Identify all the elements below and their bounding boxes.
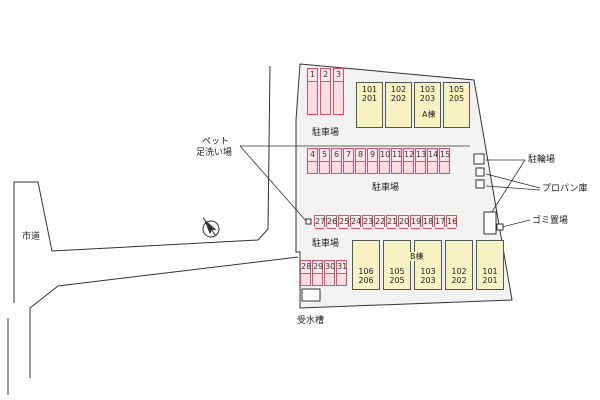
slot-number: 23 <box>363 216 373 229</box>
parking-label-lower: 駐車場 <box>312 239 340 249</box>
slot-number: 28 <box>301 261 311 274</box>
slot-number: 30 <box>325 261 335 274</box>
leader-propane-2 <box>485 185 541 191</box>
pet-wash-label-2: 足洗い場 <box>196 148 233 158</box>
slot-number: 18 <box>423 216 433 229</box>
parking-slot: 20 <box>398 215 409 229</box>
parking-slot: 19 <box>410 215 421 229</box>
parking-slot: 6 <box>331 148 342 174</box>
slot-number: 19 <box>411 216 421 229</box>
parking-slot: 4 <box>307 148 318 174</box>
slot-number: 6 <box>332 149 341 162</box>
parking-slot: 21 <box>386 215 397 229</box>
slot-number: 26 <box>327 216 337 229</box>
slot-number: 12 <box>404 149 414 162</box>
slot-number: 25 <box>339 216 349 229</box>
slot-number: 17 <box>435 216 445 229</box>
slot-number: 7 <box>344 149 353 162</box>
building-b-label: B棟 <box>410 252 424 261</box>
slot-number: 15 <box>440 149 450 162</box>
leader-bicycle-2 <box>489 159 526 216</box>
parking-label-middle: 駐車場 <box>372 183 400 193</box>
city-road-label: 市道 <box>22 232 41 242</box>
propane-box-1 <box>475 167 485 177</box>
parking-slot: 11 <box>391 148 402 174</box>
slot-number: 20 <box>399 216 409 229</box>
parking-slot: 25 <box>338 215 349 229</box>
road-edge-south <box>29 256 299 378</box>
building-a-label: A棟 <box>422 110 436 119</box>
parking-slot: 22 <box>374 215 385 229</box>
parking-slot: 16 <box>446 215 457 229</box>
parking-slot: 23 <box>362 215 373 229</box>
slot-number: 14 <box>428 149 438 162</box>
parking-slot: 26 <box>326 215 337 229</box>
slot-number: 21 <box>387 216 397 229</box>
water-tank-label: 受水槽 <box>297 316 325 326</box>
parking-slot: 3 <box>333 68 344 115</box>
parking-slot: 12 <box>403 148 414 174</box>
compass-north-icon <box>202 217 220 238</box>
parking-slot: 1 <box>307 68 318 115</box>
parking-slot: 2 <box>320 68 331 115</box>
slot-number: 3 <box>334 69 343 82</box>
parking-slot: 31 <box>336 260 347 286</box>
slot-number: 13 <box>416 149 426 162</box>
slot-number: 24 <box>351 216 361 229</box>
slot-number: 2 <box>321 69 330 82</box>
water-tank-box <box>301 288 321 302</box>
parking-slot: 10 <box>379 148 390 174</box>
propane-box-2 <box>475 179 485 189</box>
parking-slot: 24 <box>350 215 361 229</box>
slot-number: 22 <box>375 216 385 229</box>
slot-number: 5 <box>320 149 329 162</box>
parking-label-top: 駐車場 <box>312 128 340 138</box>
bicycle-rack-1 <box>473 153 485 165</box>
slot-number: 8 <box>356 149 365 162</box>
pet-wash-box <box>305 218 312 225</box>
parking-slot: 17 <box>434 215 445 229</box>
parking-slot: 7 <box>343 148 354 174</box>
parking-slot: 27 <box>314 215 325 229</box>
parking-slot: 15 <box>439 148 450 174</box>
pet-wash-label-1: ペット <box>202 137 230 147</box>
bicycle-parking-label: 駐輪場 <box>528 155 556 165</box>
parking-slot: 9 <box>367 148 378 174</box>
slot-number: 4 <box>308 149 317 162</box>
garbage-box <box>496 223 504 231</box>
parking-slot: 5 <box>319 148 330 174</box>
parking-slot: 13 <box>415 148 426 174</box>
parking-slot: 30 <box>324 260 335 286</box>
slot-number: 29 <box>313 261 323 274</box>
slot-number: 27 <box>315 216 325 229</box>
road-edge-north <box>13 65 271 303</box>
slot-number: 31 <box>337 261 347 274</box>
parking-slot: 14 <box>427 148 438 174</box>
garbage-area-label: ゴミ置場 <box>532 216 569 226</box>
slot-number: 1 <box>308 69 317 82</box>
parking-slot: 28 <box>300 260 311 286</box>
leader-propane-1 <box>485 173 541 189</box>
slot-number: 11 <box>392 149 402 162</box>
leader-pet-wash <box>239 145 308 223</box>
parking-slot: 8 <box>355 148 366 174</box>
slot-number: 16 <box>447 216 457 229</box>
slot-number: 9 <box>368 149 377 162</box>
slot-number: 10 <box>380 149 390 162</box>
parking-slot: 18 <box>422 215 433 229</box>
propane-storage-label: プロパン庫 <box>542 184 588 194</box>
bicycle-rack-2 <box>483 211 497 235</box>
parking-slot: 29 <box>312 260 323 286</box>
